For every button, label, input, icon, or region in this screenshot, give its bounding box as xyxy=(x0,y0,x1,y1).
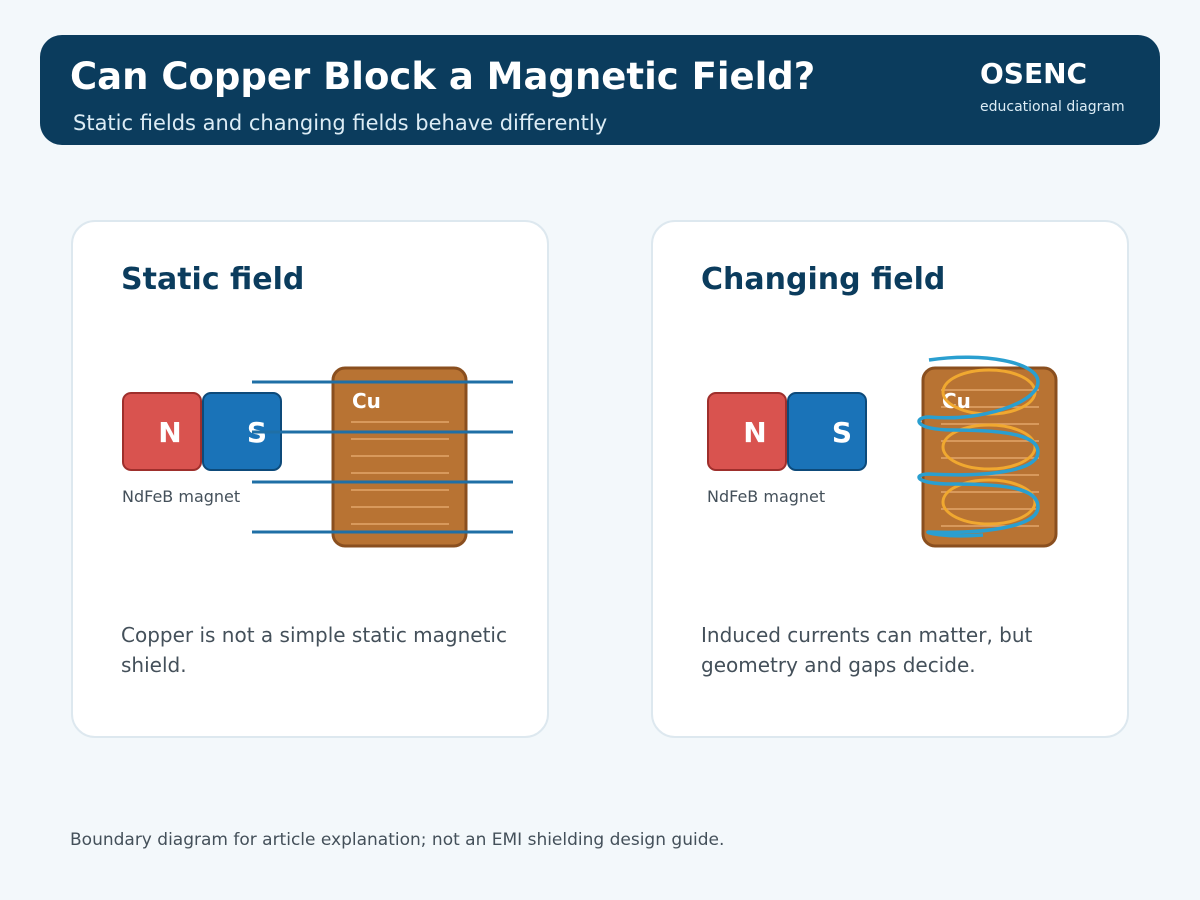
brand-tagline: educational diagram xyxy=(980,99,1125,115)
copper-block xyxy=(331,366,468,548)
changing-field-caption: Induced currents can matter, but geometr… xyxy=(701,623,1033,677)
changing-field-diagram: N S NdFeB magnet Cu xyxy=(707,355,1058,548)
changing-field-panel: N S NdFeB magnet Cu Changing field Induc… xyxy=(651,220,1129,738)
north-pole-label: N xyxy=(158,416,181,449)
magnet-caption: NdFeB magnet xyxy=(122,487,240,506)
magnet-caption: NdFeB magnet xyxy=(707,487,825,506)
south-pole xyxy=(787,392,867,471)
copper-block xyxy=(921,366,1058,548)
north-pole xyxy=(122,392,202,471)
header-banner: Can Copper Block a Magnetic Field? Stati… xyxy=(40,35,1160,145)
changing-field-loop xyxy=(917,355,1040,538)
north-pole-label: N xyxy=(743,416,766,449)
copper-label: Cu xyxy=(352,389,381,413)
north-pole xyxy=(707,392,787,471)
south-pole-label: S xyxy=(832,416,852,449)
changing-field-title: Changing field xyxy=(701,262,946,297)
copper-grain-lines xyxy=(351,421,449,525)
page-title: Can Copper Block a Magnetic Field? xyxy=(70,55,816,98)
footer-note: Boundary diagram for article explanation… xyxy=(70,830,725,850)
static-field-title: Static field xyxy=(121,262,305,297)
brand-name: OSENC xyxy=(980,57,1088,90)
page-subtitle: Static fields and changing fields behave… xyxy=(73,111,608,135)
static-field-caption: Copper is not a simple static magnetic s… xyxy=(121,623,507,677)
static-field-panel: N S NdFeB magnet Cu Static field Copper … xyxy=(71,220,549,738)
static-field-diagram: N S NdFeB magnet Cu xyxy=(122,366,513,548)
static-field-lines xyxy=(252,380,513,534)
